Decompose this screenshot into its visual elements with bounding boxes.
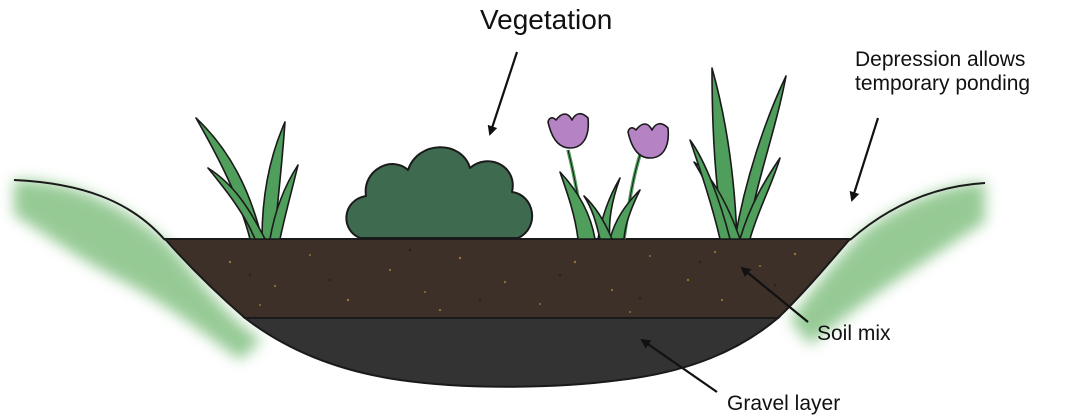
- gravel-layer: [245, 318, 778, 387]
- shrub-icon: [346, 147, 532, 238]
- vegetation-label: Vegetation: [480, 4, 612, 36]
- depression-label: Depression allows temporary ponding: [855, 48, 1030, 96]
- grass-clump-icon: [196, 118, 298, 239]
- soil-mix-layer: [165, 239, 850, 318]
- depression-arrow-icon: [852, 118, 878, 200]
- depression-label-line2: temporary ponding: [855, 72, 1030, 96]
- vegetation-arrow-icon: [490, 52, 517, 134]
- depression-label-line1: Depression allows: [855, 48, 1030, 72]
- tall-grass-icon: [690, 68, 786, 239]
- soil-mix-label: Soil mix: [817, 322, 891, 346]
- gravel-layer-label: Gravel layer: [727, 392, 840, 416]
- tulip-icon: [548, 114, 668, 239]
